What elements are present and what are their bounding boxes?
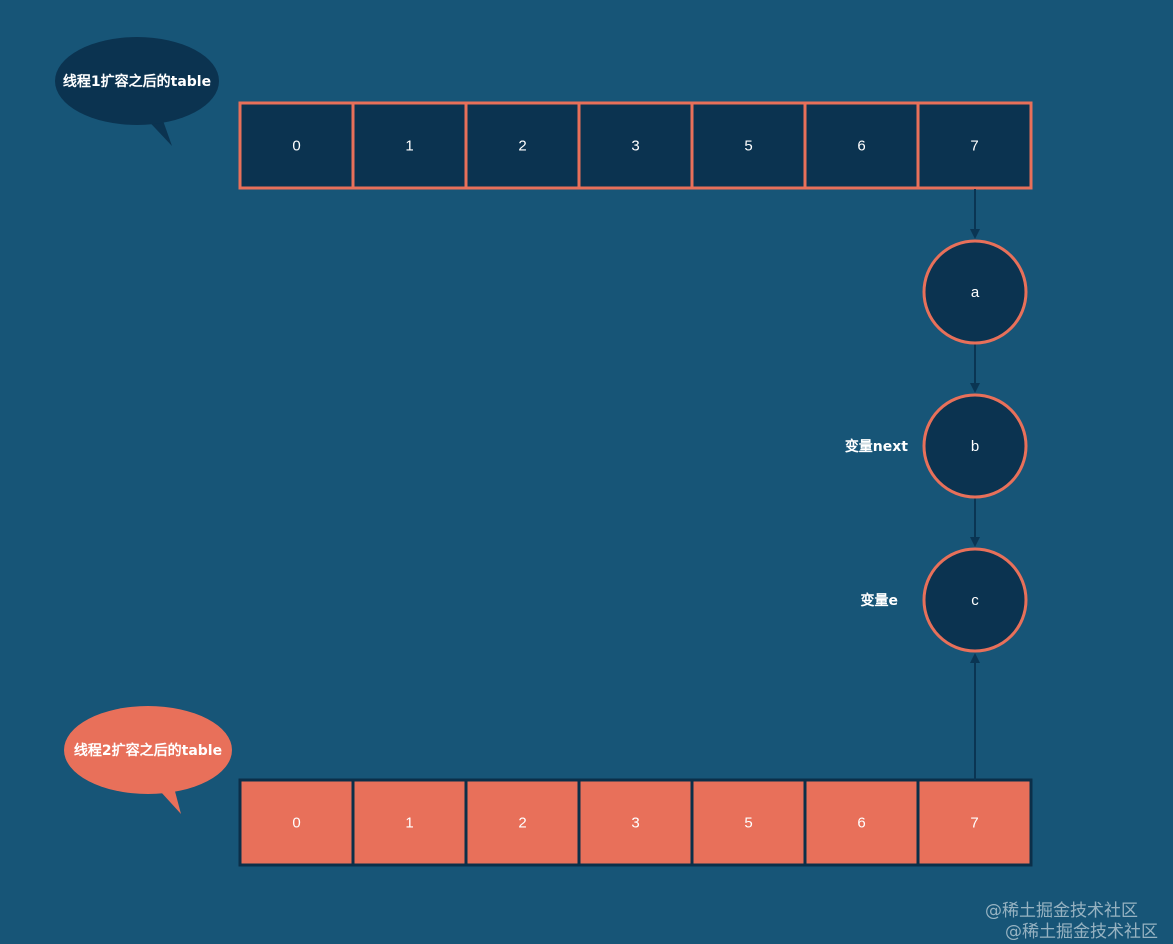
top-table-cell-label: 3 <box>631 138 639 155</box>
node-c-label: c <box>971 592 979 609</box>
node-b-label: b <box>971 438 979 455</box>
top-table-cell-box <box>916 101 1033 190</box>
bottom-table-cell-label: 1 <box>405 815 413 832</box>
top-table-caption-bubble: 线程1扩容之后的table <box>55 37 219 146</box>
top-table-caption: 线程1扩容之后的table <box>63 73 211 90</box>
top-table: 0 1 2 3 5 6 7 <box>238 101 1033 190</box>
bottom-table-cell-box <box>238 778 355 867</box>
bottom-table-cell-box <box>577 778 694 867</box>
top-table-cell: 5 <box>690 101 807 190</box>
bottom-table: 0 1 2 3 5 6 7 <box>238 778 1033 867</box>
node-c-circle <box>922 547 1028 653</box>
top-table-cell: 6 <box>803 101 920 190</box>
top-table-cell: 1 <box>351 101 468 190</box>
bottom-table-cell: 7 <box>916 778 1033 867</box>
node-a-circle <box>922 239 1028 345</box>
top-table-cell: 0 <box>238 101 355 190</box>
bottom-bubble-shape <box>64 706 232 794</box>
node-c: c 变量e <box>861 547 1028 653</box>
top-table-cell-box <box>464 101 581 190</box>
top-table-cell-box <box>577 101 694 190</box>
top-table-cell-label: 0 <box>292 138 300 155</box>
watermark-line-2: @稀土掘金技术社区 <box>1005 922 1158 942</box>
bottom-table-cell: 1 <box>351 778 468 867</box>
top-table-cell-box <box>803 101 920 190</box>
top-table-cell-label: 1 <box>405 138 413 155</box>
top-table-cell-box <box>238 101 355 190</box>
bottom-table-caption: 线程2扩容之后的table <box>74 742 222 759</box>
top-table-cell-label: 5 <box>744 138 752 155</box>
node-b: b 变量next <box>845 393 1028 499</box>
node-b-side-label: 变量next <box>845 438 908 455</box>
bottom-table-cell-label: 5 <box>744 815 752 832</box>
bottom-table-cell-label: 0 <box>292 815 300 832</box>
top-table-cell: 7 <box>916 101 1033 190</box>
bottom-table-cell: 6 <box>803 778 920 867</box>
top-table-cell-label: 7 <box>970 138 978 155</box>
bottom-table-cell-label: 7 <box>970 815 978 832</box>
node-b-circle <box>922 393 1028 499</box>
bottom-table-cell: 5 <box>690 778 807 867</box>
bottom-table-cell-label: 3 <box>631 815 639 832</box>
bottom-table-caption-bubble: 线程2扩容之后的table <box>64 706 232 814</box>
top-table-cell: 2 <box>464 101 581 190</box>
watermark-line-1: @稀土掘金技术社区 <box>985 901 1138 921</box>
bottom-table-cell-box <box>464 778 581 867</box>
node-a-label: a <box>971 284 980 301</box>
bottom-table-cell-box <box>916 778 1033 867</box>
top-table-cell: 3 <box>577 101 694 190</box>
bottom-table-cell-box <box>690 778 807 867</box>
bottom-table-cell-label: 2 <box>518 815 526 832</box>
top-table-cell-box <box>690 101 807 190</box>
top-table-cell-label: 6 <box>857 138 865 155</box>
bottom-table-cell: 3 <box>577 778 694 867</box>
bottom-table-cell: 0 <box>238 778 355 867</box>
bottom-table-cell: 2 <box>464 778 581 867</box>
top-bubble-shape <box>55 37 219 125</box>
top-table-cell-label: 2 <box>518 138 526 155</box>
bottom-table-cell-label: 6 <box>857 815 865 832</box>
node-c-side-label: 变量e <box>861 592 899 609</box>
bottom-table-cell-box <box>351 778 468 867</box>
node-a: a <box>922 239 1028 345</box>
